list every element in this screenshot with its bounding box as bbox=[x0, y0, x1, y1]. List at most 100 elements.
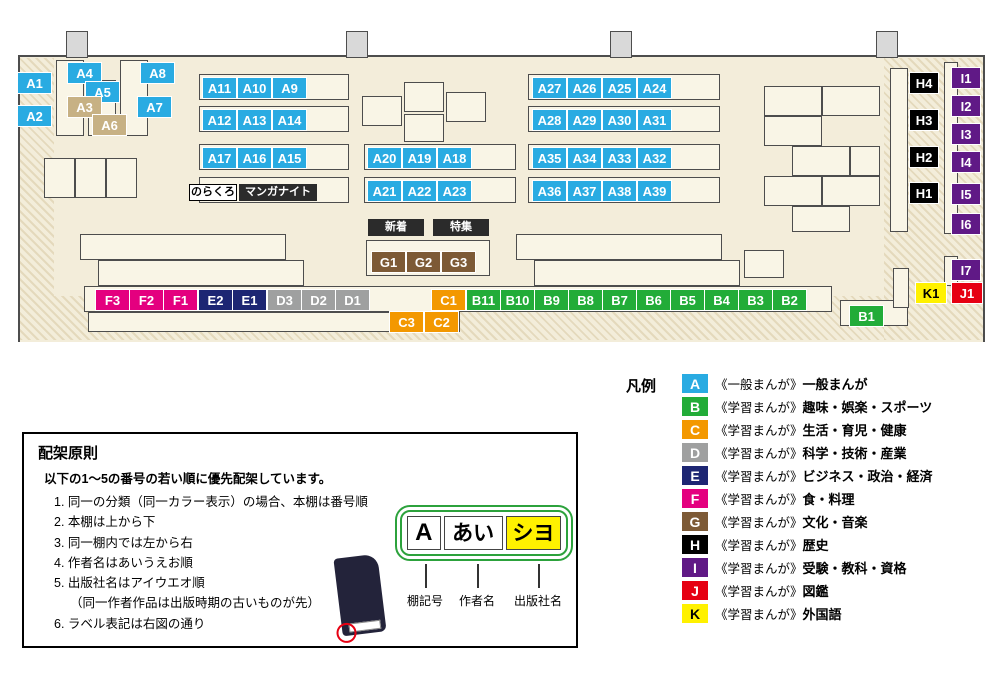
legend-chip-J: J bbox=[682, 581, 708, 600]
shelf-block bbox=[764, 86, 822, 116]
shelf-label-A19: A19 bbox=[403, 148, 436, 168]
shelf-block bbox=[792, 206, 850, 232]
principles-item: 5. 出版社名はアイウエオ順 bbox=[54, 576, 205, 590]
shelf-label-H3: H3 bbox=[910, 110, 938, 130]
legend-label: 文化・音楽 bbox=[802, 515, 868, 530]
shelf-block bbox=[744, 250, 784, 278]
legend-label: 科学・技術・産業 bbox=[802, 446, 907, 461]
shelf-label-B10: B10 bbox=[501, 290, 534, 310]
caption-line bbox=[425, 564, 427, 588]
legend-row-F: F 《学習まんが》食・料理 bbox=[682, 487, 933, 510]
shelf-label-A3: A3 bbox=[68, 97, 101, 117]
shelf-block bbox=[822, 176, 880, 206]
legend-category: 《学習まんが》 bbox=[715, 493, 803, 507]
principles-title: 配架原則 bbox=[38, 445, 99, 462]
shelf-label-B3: B3 bbox=[739, 290, 772, 310]
shelf-label-A12: A12 bbox=[203, 110, 236, 130]
principles-item: 3. 同一棚内では左から右 bbox=[54, 535, 193, 550]
legend-chip-D: D bbox=[682, 443, 708, 462]
area-label-マンガナイト: マンガナイト bbox=[239, 184, 317, 201]
shelf-label-G1: G1 bbox=[372, 252, 405, 272]
shelf-label-A33: A33 bbox=[603, 148, 636, 168]
author-cell: あい bbox=[443, 516, 503, 550]
shelf-label-E1: E1 bbox=[233, 290, 266, 310]
legend-chip-H: H bbox=[682, 535, 708, 554]
shelf-label-C2: C2 bbox=[425, 312, 458, 332]
caption-text: 棚記号 bbox=[406, 594, 444, 608]
legend-category: 《学習まんが》 bbox=[715, 447, 803, 461]
legend-chip-G: G bbox=[682, 512, 708, 531]
legend-label: 図鑑 bbox=[802, 584, 829, 599]
shelf-label-I5: I5 bbox=[952, 184, 980, 204]
shelf-label-A34: A34 bbox=[568, 148, 601, 168]
shelf-label-C1: C1 bbox=[432, 290, 465, 310]
legend-row-I: I《学習まんが》受験・教科・資格 bbox=[682, 556, 933, 579]
shelf-label-B7: B7 bbox=[603, 290, 636, 310]
shelf-label-F1: F1 bbox=[164, 290, 197, 310]
shelf-label-A9: A9 bbox=[273, 78, 306, 98]
legend-label: 受験・教科・資格 bbox=[802, 561, 907, 576]
shelf-label-G2: G2 bbox=[407, 252, 440, 272]
principles-item: 6. ラベル表記は右図の通り bbox=[54, 616, 206, 631]
shelf-label-B4: B4 bbox=[705, 290, 738, 310]
principles-item: 1. 同一の分類（同一カラー表示）の場合、本棚は番号順 bbox=[54, 495, 368, 509]
shelf-label-I4: I4 bbox=[952, 152, 980, 172]
legend-label: 食・料理 bbox=[802, 492, 855, 507]
principles-box: 配架原則 以下の1～5の番号の若い順に優先配架しています。 1. 同一の分類（同… bbox=[22, 432, 578, 648]
shelf-label-A4: A4 bbox=[68, 63, 101, 83]
shelf-label-A28: A28 bbox=[533, 110, 566, 130]
caption-line bbox=[538, 564, 540, 588]
shelf-block bbox=[764, 176, 822, 206]
caption-text: 作者名 bbox=[458, 594, 496, 608]
shelf-label-K1: K1 bbox=[916, 283, 946, 303]
shelf-label-D3: D3 bbox=[268, 290, 301, 310]
shelf-label-A11: A11 bbox=[203, 78, 236, 98]
legend-category: 《学習まんが》 bbox=[715, 608, 803, 622]
shelf-label-A29: A29 bbox=[568, 110, 601, 130]
caption-text: 出版社名 bbox=[513, 594, 563, 608]
shelf-label-A23: A23 bbox=[438, 181, 471, 201]
wall bbox=[18, 55, 20, 342]
legend-category: 《学習まんが》 bbox=[715, 401, 803, 415]
shelf-block bbox=[404, 114, 444, 142]
shelf-label-A1: A1 bbox=[18, 73, 51, 93]
legend-label: ビジネス・政治・経済 bbox=[802, 469, 933, 484]
legend-chip-F: F bbox=[682, 489, 708, 508]
shelf-label-A24: A24 bbox=[638, 78, 671, 98]
shelf-block bbox=[88, 312, 460, 332]
shelf-label-A39: A39 bbox=[638, 181, 671, 201]
shelf-label-A10: A10 bbox=[238, 78, 271, 98]
legend-label: 歴史 bbox=[802, 538, 829, 553]
label-sample: A あい シヨ bbox=[395, 505, 573, 561]
principles-intro: 以下の1～5の番号の若い順に優先配架しています。 bbox=[44, 472, 332, 486]
shelf-label-A30: A30 bbox=[603, 110, 636, 130]
shelf-label-A26: A26 bbox=[568, 78, 601, 98]
publisher-cell: シヨ bbox=[505, 516, 561, 550]
shelf-label-A38: A38 bbox=[603, 181, 636, 201]
shelf-label-B6: B6 bbox=[637, 290, 670, 310]
principles-item: 2. 本棚は上から下 bbox=[54, 515, 156, 530]
shelf-label-A25: A25 bbox=[603, 78, 636, 98]
legend-row-D: D 《学習まんが》科学・技術・産業 bbox=[682, 441, 933, 464]
shelf-label-B11: B11 bbox=[467, 290, 500, 310]
shelf-label-B9: B9 bbox=[535, 290, 568, 310]
legend-category: 《学習まんが》 bbox=[715, 424, 803, 438]
shelf-label-D1: D1 bbox=[336, 290, 369, 310]
shelf-label-B2: B2 bbox=[773, 290, 806, 310]
principles-item: 4. 作者名はあいうえお順 bbox=[54, 555, 193, 570]
pillar bbox=[66, 31, 88, 58]
legend-row-K: K《学習まんが》外国語 bbox=[682, 602, 933, 625]
legend-chip-A: A bbox=[682, 374, 708, 393]
wall bbox=[18, 55, 985, 57]
shelf-block bbox=[516, 234, 722, 260]
pillar bbox=[876, 31, 898, 58]
legend-label: 趣味・娯楽・スポーツ bbox=[802, 400, 933, 415]
legend-row-E: E《学習まんが》ビジネス・政治・経済 bbox=[682, 464, 933, 487]
legend-row-H: H《学習まんが》歴史 bbox=[682, 533, 933, 556]
legend-chip-C: C bbox=[682, 420, 708, 439]
area-label-新着: 新着 bbox=[368, 219, 424, 236]
shelf-label-A13: A13 bbox=[238, 110, 271, 130]
area-label-のらくろ: のらくろ bbox=[189, 184, 237, 201]
